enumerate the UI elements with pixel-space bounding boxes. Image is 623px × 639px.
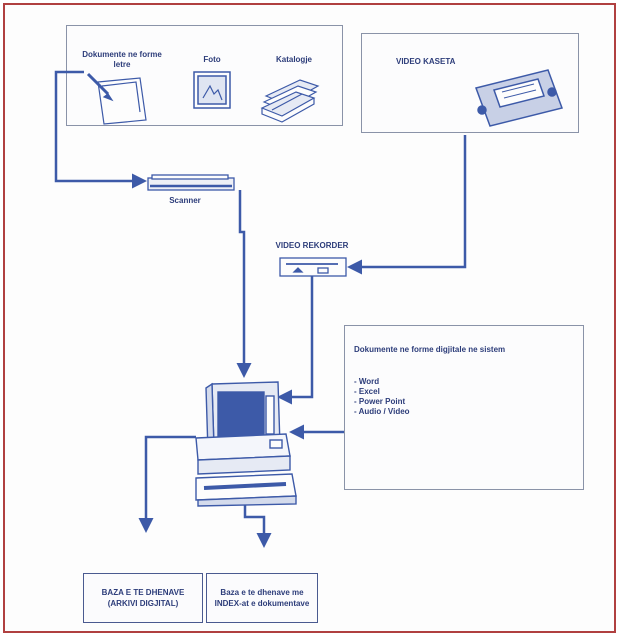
scanner-icon <box>147 174 235 191</box>
list-item: - Power Point <box>354 397 406 406</box>
catalog-icon <box>260 79 320 123</box>
cassette-to-recorder-arrow <box>347 135 467 275</box>
photo-icon <box>193 71 231 109</box>
catalog-label: Katalogje <box>275 55 312 64</box>
computer-to-index-arrow <box>243 505 272 548</box>
list-item: - Word <box>354 377 380 386</box>
scanner-to-computer-arrow <box>236 190 252 378</box>
digital-archive-label: BAZA E TE DHENAVE (ARKIVI DIGJITAL) <box>101 588 185 608</box>
video-cassette-icon <box>475 69 563 127</box>
digital-docs-box <box>344 325 584 490</box>
digital-docs-list: - Word - Excel - Power Point - Audio / V… <box>354 377 410 417</box>
index-db-label: Baza e te dhenave me INDEX-at e dokument… <box>214 588 310 608</box>
computer-to-archive-arrow <box>138 435 196 533</box>
index-db-box: Baza e te dhenave me INDEX-at e dokument… <box>206 573 318 623</box>
documents-label: Dokumente ne forme letre <box>82 50 162 69</box>
computer-icon <box>195 381 297 507</box>
list-item: - Excel <box>354 387 380 396</box>
digital-archive-db-box: BAZA E TE DHENAVE (ARKIVI DIGJITAL) <box>83 573 203 623</box>
scanner-label: Scanner <box>169 196 201 205</box>
recorder-to-computer-arrow <box>277 276 314 405</box>
video-recorder-label: VIDEO REKORDER <box>275 241 349 250</box>
video-cassette-label: VIDEO KASETA <box>396 57 456 66</box>
list-item: - Audio / Video <box>354 407 410 416</box>
digital-docs-title: Dokumente ne forme digjitale ne sistem <box>354 345 506 354</box>
video-recorder-icon <box>279 257 347 277</box>
paper-to-scanner-arrow <box>54 70 147 189</box>
connector-lines <box>54 70 467 548</box>
photo-label: Foto <box>203 55 221 64</box>
pencil-document-icon <box>86 72 147 125</box>
